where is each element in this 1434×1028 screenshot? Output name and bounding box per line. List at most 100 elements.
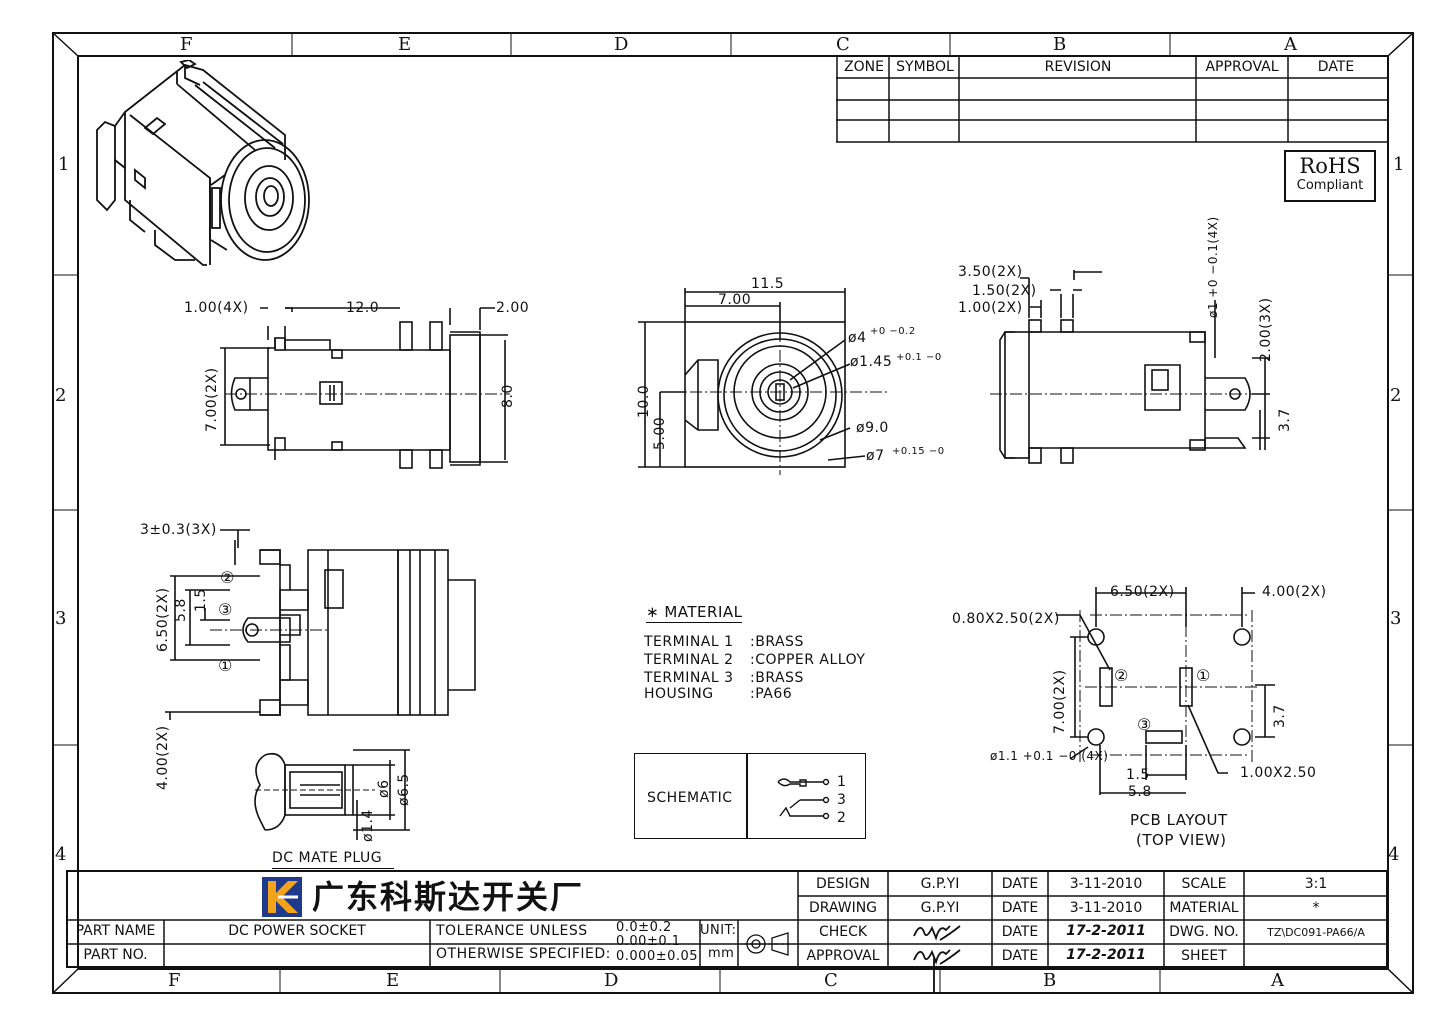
side-dim-4x: 1.00(4X) [184,300,249,316]
material-title-underline [646,622,742,623]
scale-label: SCALE [1181,876,1227,892]
scale-value: 3:1 [1304,876,1328,892]
design-label: DESIGN [816,876,870,892]
zone-top-a: A [1284,34,1297,55]
zone-right-1: 1 [1393,154,1405,175]
right-dim-350: 3.50(2X) [958,264,1023,280]
title-block-grid [66,870,1388,968]
rev-header-revision: REVISION [1044,59,1112,75]
material-row-2-name: TERMINAL 2 [644,652,734,668]
dwg-no-label: DWG. NO. [1169,924,1239,940]
side-view [220,307,510,469]
isometric-view [96,60,310,266]
front-dia-7: ø7 [866,448,885,464]
zone-left-4: 4 [55,844,67,865]
plug-dia-14: ø1.4 [360,809,376,842]
check-signature [913,925,961,941]
material-label: MATERIAL [1169,900,1239,916]
side-dim-7-2x: 7.00(2X) [204,367,220,432]
pcb-dim-58: 5.8 [1128,784,1152,800]
terminal-view [165,529,476,720]
material-title: ∗ MATERIAL [646,603,743,621]
schematic-pin-2: 2 [837,810,847,826]
material-row-3-name: TERMINAL 3 [644,670,734,686]
right-dim-200: 2.00(3X) [1258,297,1274,362]
pcb-caption-2: (TOP VIEW) [1136,831,1227,849]
material-value: * [1312,900,1320,916]
zone-left-3: 3 [55,608,67,629]
schematic-divider [746,753,748,839]
tolerance-line-2: OTHERWISE SPECIFIED: [436,946,611,962]
side-dim-8: 8.0 [500,384,516,408]
schematic-pin-1: 1 [837,774,847,790]
sheet-label: SHEET [1181,948,1227,964]
check-label: CHECK [818,924,868,940]
right-dim-37: 3.7 [1277,408,1293,432]
part-name-label: PART NAME [75,923,156,939]
rev-header-zone: ZONE [844,59,884,75]
pcb-dim-37: 3.7 [1272,704,1288,728]
tolerance-value-1: 0.0±0.2 [616,920,672,935]
zone-top-f: F [180,34,193,55]
zone-right-2: 2 [1390,385,1402,406]
material-row-4-value: :PA66 [750,686,793,702]
part-name-value: DC POWER SOCKET [228,923,366,939]
rev-header-approval: APPROVAL [1205,59,1279,75]
zone-bottom-c: C [824,970,838,991]
zone-right-3: 3 [1390,608,1402,629]
rev-header-symbol: SYMBOL [896,59,954,75]
rohs-title: RoHS [1299,154,1361,178]
pcb-pin-1: ① [1196,666,1211,685]
material-row-3-value: :BRASS [750,670,804,686]
dwg-no-value: TZ\DC091-PA66/A [1267,926,1365,939]
plug-dia-65: ø6.5 [396,773,412,806]
front-dim-7: 7.00 [718,292,752,308]
front-dia-145-tol: +0.1 −0 [896,352,942,363]
tolerance-value-3: 0.000±0.05 [616,949,699,964]
rohs-badge: RoHS Compliant [1284,150,1376,202]
date-label-approval: DATE [1001,948,1039,964]
front-dia-4-tol: +0 −0.2 [870,326,916,337]
side-dim-12: 12.0 [346,300,380,316]
date-approval: 17-2-2011 [1066,947,1146,963]
tolerance-line-1: TOLERANCE UNLESS [436,923,588,939]
front-dia-7-tol: +0.15 −0 [892,446,945,457]
zone-right-4: 4 [1388,844,1400,865]
terminal-pin-3: ③ [218,600,233,619]
side-dim-2: 2.00 [496,300,530,316]
front-dia-4: ø4 [848,330,867,346]
terminal-dim-15: 1.5 [193,588,209,612]
zone-top-e: E [398,34,412,55]
right-side-view [990,270,1270,464]
pcb-dim-080: 0.80X2.50(2X) [952,611,1060,627]
design-value: G.P.YI [920,876,960,892]
schematic-box [634,753,866,839]
drawing-label: DRAWING [808,900,878,916]
date-label-check: DATE [1001,924,1039,940]
front-view [638,288,890,475]
date-design: 3-11-2010 [1069,876,1143,892]
right-dim-150: 1.50(2X) [972,283,1037,299]
zone-top-d: D [614,34,629,55]
zone-top-b: B [1053,34,1067,55]
plug-caption-underline [272,868,394,869]
front-dim-11-5: 11.5 [751,276,785,292]
company-name: 广东科斯达开关厂 [312,878,585,916]
zone-left-2: 2 [55,385,67,406]
plug-dia-6: ø6 [376,779,392,798]
terminal-dim-3: 3±0.3(3X) [140,522,217,538]
unit-label: UNIT: [700,923,737,938]
company-logo [262,877,302,917]
right-dia-1: ø1 +0 −0.1(4X) [1206,216,1220,318]
material-row-1-value: :BRASS [750,634,804,650]
schematic-pin-3: 3 [837,792,847,808]
terminal-pin-1: ① [218,656,233,675]
pcb-dim-100: 1.00X2.50 [1240,765,1317,781]
front-dim-5: 5.00 [652,416,668,450]
zone-bottom-a: A [1271,970,1284,991]
plug-caption: DC MATE PLUG [272,850,383,866]
pcb-dim-700: 7.00(2X) [1052,669,1068,734]
material-row-4-name: HOUSING [644,686,714,702]
rev-header-date: DATE [1317,59,1355,75]
